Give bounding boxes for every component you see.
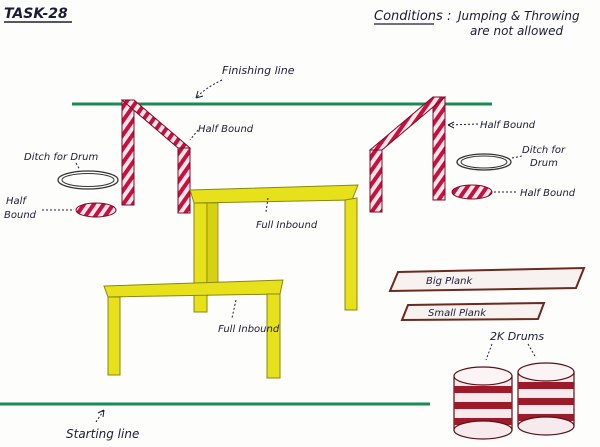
task-title: TASK-28 bbox=[4, 6, 68, 22]
full-inbound-lower bbox=[103, 279, 284, 379]
finishing-line-arrow bbox=[195, 79, 223, 99]
half-bound-right-structure bbox=[368, 96, 447, 213]
full-inbound-upper-label: Full Inbound bbox=[256, 220, 318, 231]
starting-line-label: Starting line bbox=[66, 427, 139, 441]
half-bound-top-right-arrow bbox=[447, 121, 479, 129]
ditch-left bbox=[57, 170, 119, 190]
half-bound-right-label: Half Bound bbox=[520, 188, 576, 199]
conditions-line2: are not allowed bbox=[470, 24, 564, 38]
full-inbound-lower-arrow bbox=[231, 299, 237, 319]
starting-line-arrow bbox=[95, 409, 105, 423]
half-bound-left-structure bbox=[120, 99, 192, 214]
conditions-line1: Jumping & Throwing bbox=[456, 9, 580, 23]
half-bound-left-label-line1: Half bbox=[6, 196, 27, 207]
ditch-right-label-line2: Drum bbox=[530, 158, 558, 169]
half-bound-pad-right bbox=[451, 184, 493, 200]
drum-right bbox=[517, 362, 575, 436]
ditch-left-arrow bbox=[75, 162, 81, 171]
half-bound-top-left-label: Half Bound bbox=[198, 124, 254, 135]
big-plank-label: Big Plank bbox=[426, 276, 473, 287]
finishing-line-label: Finishing line bbox=[222, 64, 295, 77]
full-inbound-lower-label: Full Inbound bbox=[218, 324, 280, 335]
drums-arrows bbox=[485, 343, 537, 361]
ditch-right bbox=[456, 153, 512, 171]
conditions-label: Conditions : bbox=[374, 9, 451, 24]
half-bound-pad-left bbox=[75, 202, 117, 218]
small-plank bbox=[400, 301, 546, 322]
half-bound-top-left-arrow bbox=[189, 129, 199, 141]
ditch-right-label-line1: Ditch for bbox=[522, 145, 566, 156]
small-plank-label: Small Plank bbox=[428, 308, 487, 319]
drum-left bbox=[453, 366, 513, 440]
big-plank bbox=[388, 266, 586, 293]
ditch-left-label: Ditch for Drum bbox=[24, 152, 98, 163]
drums-label: 2K Drums bbox=[490, 330, 544, 343]
half-bound-left-label-line2: Bound bbox=[4, 210, 37, 221]
half-bound-top-right-label: Half Bound bbox=[480, 120, 536, 131]
ditch-right-arrow bbox=[511, 155, 523, 159]
full-inbound-upper bbox=[189, 184, 359, 313]
